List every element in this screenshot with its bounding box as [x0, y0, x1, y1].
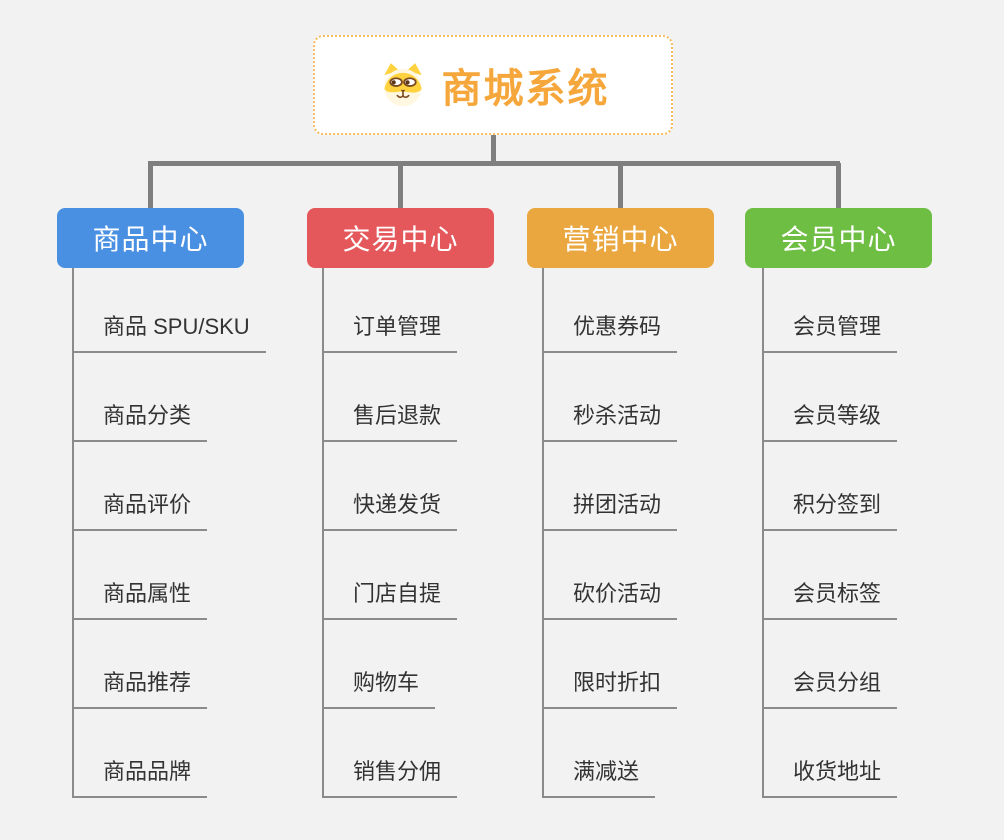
dog-face-icon [383, 63, 422, 107]
topic-node[interactable]: 会员分组 [763, 668, 898, 709]
topic-node[interactable]: 快递发货 [323, 490, 458, 531]
topic-node[interactable]: 商品属性 [73, 579, 208, 620]
topic-node[interactable]: 会员管理 [763, 312, 898, 353]
branch-node-member-center[interactable]: 会员中心 [745, 208, 932, 268]
branch-node-marketing-center[interactable]: 营销中心 [527, 208, 714, 268]
topic-node[interactable]: 会员标签 [763, 579, 898, 620]
topic-node[interactable]: 优惠券码 [543, 312, 678, 353]
topic-node[interactable]: 秒杀活动 [543, 401, 678, 442]
topic-node[interactable]: 满减送 [543, 757, 656, 798]
topic-node[interactable]: 积分签到 [763, 490, 898, 531]
topic-node[interactable]: 销售分佣 [323, 757, 458, 798]
connector-branch-drop [398, 163, 403, 209]
topic-node[interactable]: 商品推荐 [73, 668, 208, 709]
topic-node[interactable]: 购物车 [323, 668, 436, 709]
topic-node[interactable]: 商品 SPU/SKU [73, 312, 266, 353]
connector-branch-drop [618, 163, 623, 209]
children-column-member: 会员管理 会员等级 积分签到 会员标签 会员分组 收货地址 [762, 268, 898, 798]
topic-node[interactable]: 门店自提 [323, 579, 458, 620]
children-column-marketing: 优惠券码 秒杀活动 拼团活动 砍价活动 限时折扣 满减送 [542, 268, 678, 798]
branch-node-product-center[interactable]: 商品中心 [57, 208, 244, 268]
children-column-product: 商品 SPU/SKU 商品分类 商品评价 商品属性 商品推荐 商品品牌 [72, 268, 266, 798]
topic-node[interactable]: 商品评价 [73, 490, 208, 531]
connector-branch-drop [836, 163, 841, 209]
topic-node[interactable]: 售后退款 [323, 401, 458, 442]
children-column-trade: 订单管理 售后退款 快递发货 门店自提 购物车 销售分佣 [322, 268, 458, 798]
branch-node-trade-center[interactable]: 交易中心 [307, 208, 494, 268]
connector-branch-drop [148, 163, 153, 209]
topic-node[interactable]: 收货地址 [763, 757, 898, 798]
root-title: 商城系统 [441, 67, 610, 111]
connector-root-drop [491, 134, 496, 163]
root-node-mall-system[interactable]: 商城系统 [313, 35, 673, 135]
topic-node[interactable]: 订单管理 [323, 312, 458, 353]
topic-node[interactable]: 会员等级 [763, 401, 898, 442]
topic-node[interactable]: 砍价活动 [543, 579, 678, 620]
topic-node[interactable]: 限时折扣 [543, 668, 678, 709]
topic-node[interactable]: 商品品牌 [73, 757, 208, 798]
topic-node[interactable]: 拼团活动 [543, 490, 678, 531]
connector-horizontal [148, 161, 840, 166]
topic-node[interactable]: 商品分类 [73, 401, 208, 442]
